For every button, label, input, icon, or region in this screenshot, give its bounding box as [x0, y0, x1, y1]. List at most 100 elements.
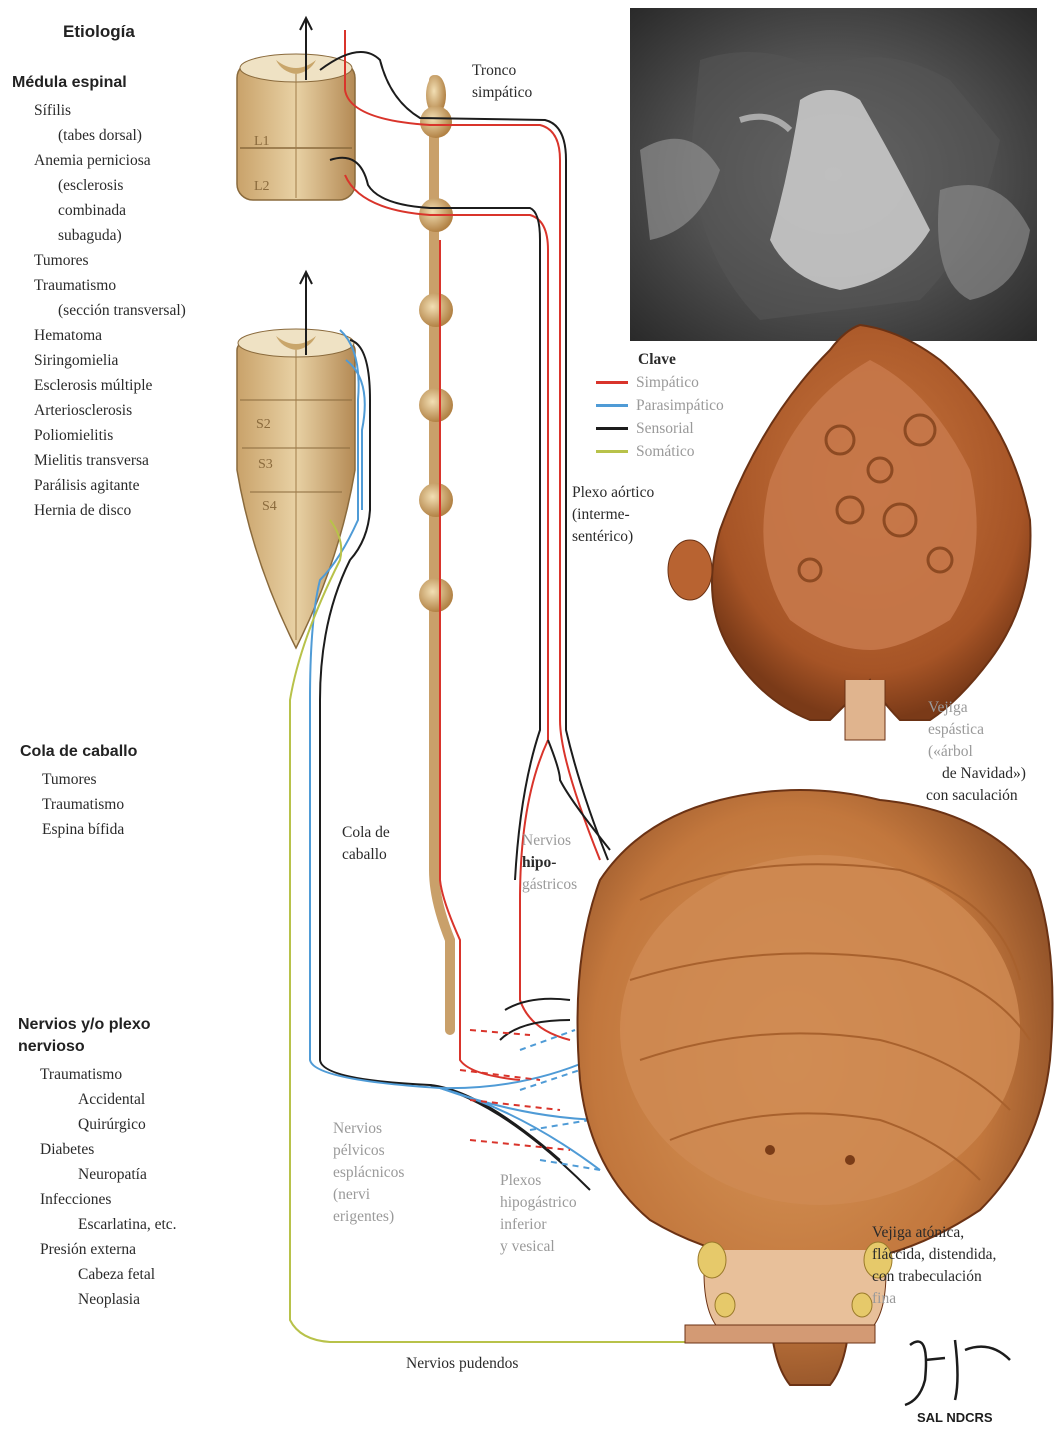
etiology-item: Mielitis transversa — [12, 448, 186, 473]
etiology-item: Diabetes — [18, 1137, 177, 1162]
etiology-item: Siringomielia — [12, 348, 186, 373]
etiology-item: subaguda) — [12, 223, 186, 248]
signature-studio: SAL NDCRS — [917, 1410, 993, 1425]
label-nervios-hipogastricos: Nervios hipo- gástricos — [522, 830, 577, 896]
etiology-item: Parálisis agitante — [12, 473, 186, 498]
sympathetic-trunk — [419, 75, 453, 1030]
label-plexo-aortico: Plexo aórtico (interme- sentérico) — [572, 482, 654, 548]
key-label: Parasimpático — [636, 397, 724, 415]
label-line: hipogástrico — [500, 1192, 577, 1214]
key-legend: Clave Simpático Parasimpático Sensorial … — [596, 348, 724, 463]
spinal-cord-conus — [237, 329, 355, 648]
etiology-item: Anemia perniciosa — [12, 148, 186, 173]
etiology-item: Infecciones — [18, 1187, 177, 1212]
key-item-simpatico: Simpático — [596, 371, 724, 394]
group-cola: Cola de caballo Tumores Traumatismo Espi… — [20, 743, 137, 842]
label-line: simpático — [472, 82, 532, 104]
label-line: sentérico) — [572, 526, 654, 548]
segment-s3: S3 — [258, 457, 273, 472]
label-cola-de-caballo: Cola de caballo — [342, 822, 390, 866]
group-medula-heading: Médula espinal — [12, 74, 186, 98]
segment-s4: S4 — [262, 499, 277, 514]
etiology-item: Escarlatina, etc. — [18, 1212, 177, 1237]
key-item-sensorial: Sensorial — [596, 417, 724, 440]
netter-signature — [905, 1340, 1010, 1405]
group-nervios-heading: Nervios y/o plexo — [18, 1016, 177, 1038]
group-cola-heading: Cola de caballo — [20, 743, 137, 767]
group-nervios: Nervios y/o plexo nervioso Traumatismo A… — [18, 1016, 177, 1312]
etiology-item: Hernia de disco — [12, 498, 186, 523]
etiology-item: Esclerosis múltiple — [12, 373, 186, 398]
segment-s2: S2 — [256, 417, 271, 432]
group-medula-list: Sífilis (tabes dorsal) Anemia perniciosa… — [12, 98, 186, 523]
label-plexos-hipogastrico: Plexos hipogástrico inferior y vesical — [500, 1170, 577, 1258]
xray-image — [630, 8, 1037, 341]
etiology-item: Tumores — [20, 767, 137, 792]
label-line: Tronco — [472, 60, 532, 82]
etiology-item: Accidental — [18, 1087, 177, 1112]
label-line: Vejiga atónica, — [872, 1222, 996, 1244]
etiology-title: Etiología — [63, 22, 135, 42]
etiology-item: Traumatismo — [12, 273, 186, 298]
etiology-item: Presión externa — [18, 1237, 177, 1262]
key-swatch — [596, 450, 628, 453]
segment-l2: L2 — [254, 179, 270, 194]
key-swatch — [596, 381, 628, 384]
label-line: erigentes) — [333, 1206, 404, 1228]
label-line: y vesical — [500, 1236, 577, 1258]
key-item-somatico: Somático — [596, 440, 724, 463]
etiology-item: Poliomielitis — [12, 423, 186, 448]
group-cola-list: Tumores Traumatismo Espina bífida — [20, 767, 137, 842]
label-vejiga-espastica: Vejiga espástica («árbol de Navidad») co… — [928, 697, 1026, 807]
etiology-item: Quirúrgico — [18, 1112, 177, 1137]
group-medula: Médula espinal Sífilis (tabes dorsal) An… — [12, 74, 186, 523]
label-line: gástricos — [522, 874, 577, 896]
label-line: (nervi — [333, 1184, 404, 1206]
label-line: esplácnicos — [333, 1162, 404, 1184]
label-line: Nervios — [522, 830, 577, 852]
label-line: («árbol — [928, 741, 1026, 763]
label-line: Nervios — [333, 1118, 404, 1140]
etiology-item: Cabeza fetal — [18, 1262, 177, 1287]
group-nervios-heading-2: nervioso — [18, 1038, 177, 1062]
label-line: pélvicos — [333, 1140, 404, 1162]
etiology-item: Tumores — [12, 248, 186, 273]
key-label: Simpático — [636, 374, 699, 392]
etiology-item: combinada — [12, 198, 186, 223]
label-line: Cola de — [342, 822, 390, 844]
key-title: Clave — [596, 348, 724, 371]
etiology-item: Neoplasia — [18, 1287, 177, 1312]
label-line: espástica — [928, 719, 1026, 741]
key-label: Sensorial — [636, 420, 694, 438]
label-nervios-pudendos: Nervios pudendos — [406, 1353, 518, 1375]
label-line: caballo — [342, 844, 390, 866]
key-label: Somático — [636, 443, 695, 461]
label-nervios-pelvicos: Nervios pélvicos esplácnicos (nervi erig… — [333, 1118, 404, 1228]
label-line: (interme- — [572, 504, 654, 526]
group-nervios-list: Traumatismo Accidental Quirúrgico Diabet… — [18, 1062, 177, 1312]
etiology-item: Neuropatía — [18, 1162, 177, 1187]
etiology-item: (tabes dorsal) — [12, 123, 186, 148]
etiology-item: (esclerosis — [12, 173, 186, 198]
label-line: Plexo aórtico — [572, 482, 654, 504]
label-vejiga-atonica: Vejiga atónica, fláccida, distendida, co… — [872, 1222, 996, 1310]
label-line: fláccida, distendida, — [872, 1244, 996, 1266]
label-line: fina — [872, 1288, 996, 1310]
label-line: con saculación — [926, 785, 1026, 807]
etiology-item: Traumatismo — [20, 792, 137, 817]
label-line: Plexos — [500, 1170, 577, 1192]
etiology-item: (sección transversal) — [12, 298, 186, 323]
label-line: de Navidad») — [928, 763, 1026, 785]
label-line: con trabeculación — [872, 1266, 996, 1288]
key-swatch — [596, 427, 628, 430]
label-line: hipo- — [522, 852, 577, 874]
etiology-item: Sífilis — [12, 98, 186, 123]
etiology-item: Hematoma — [12, 323, 186, 348]
segment-l1: L1 — [254, 134, 270, 149]
etiology-item: Traumatismo — [18, 1062, 177, 1087]
key-swatch — [596, 404, 628, 407]
etiology-item: Arteriosclerosis — [12, 398, 186, 423]
label-tronco-simpatico: Tronco simpático — [472, 60, 532, 104]
key-item-parasimpatico: Parasimpático — [596, 394, 724, 417]
label-line: inferior — [500, 1214, 577, 1236]
